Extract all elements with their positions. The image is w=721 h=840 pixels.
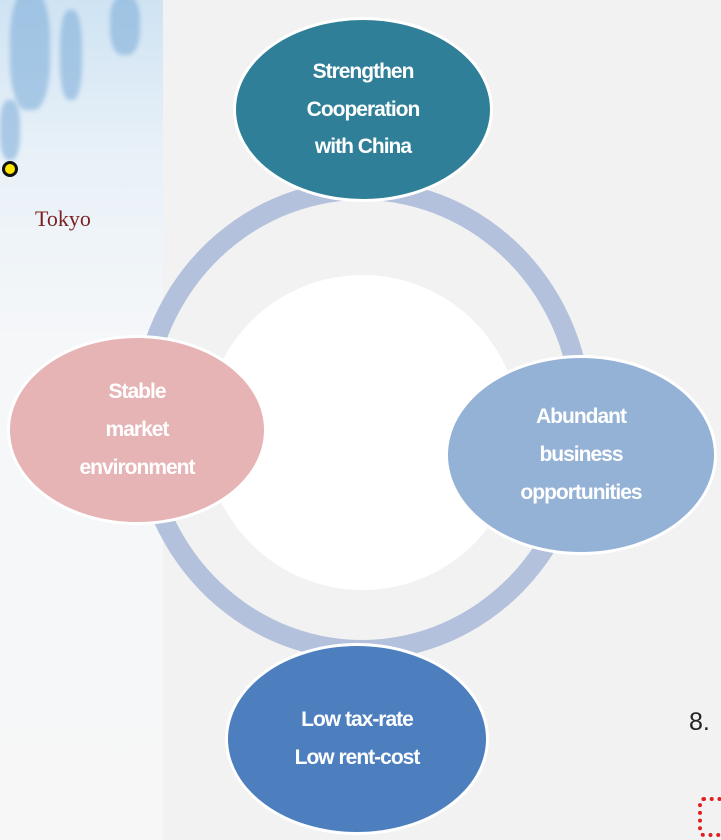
node-business-opportunities: Abundant business opportunities xyxy=(445,355,717,555)
map-location-label: Tokyo xyxy=(35,206,91,231)
node-label: Low tax-rate Low rent-cost xyxy=(294,708,421,769)
node-label: Stable market environment xyxy=(79,380,195,479)
dotted-highlight-frame xyxy=(698,797,721,837)
node-label: Abundant business opportunities xyxy=(520,405,642,504)
location-marker-icon xyxy=(2,161,18,177)
node-strengthen-cooperation: Strengthen Cooperation with China xyxy=(233,17,493,202)
node-stable-market: Stable market environment xyxy=(7,335,267,525)
node-label: Strengthen Cooperation with China xyxy=(306,59,421,159)
node-low-cost: Low tax-rate Low rent-cost xyxy=(225,643,489,835)
page-number: 8. xyxy=(689,708,710,736)
